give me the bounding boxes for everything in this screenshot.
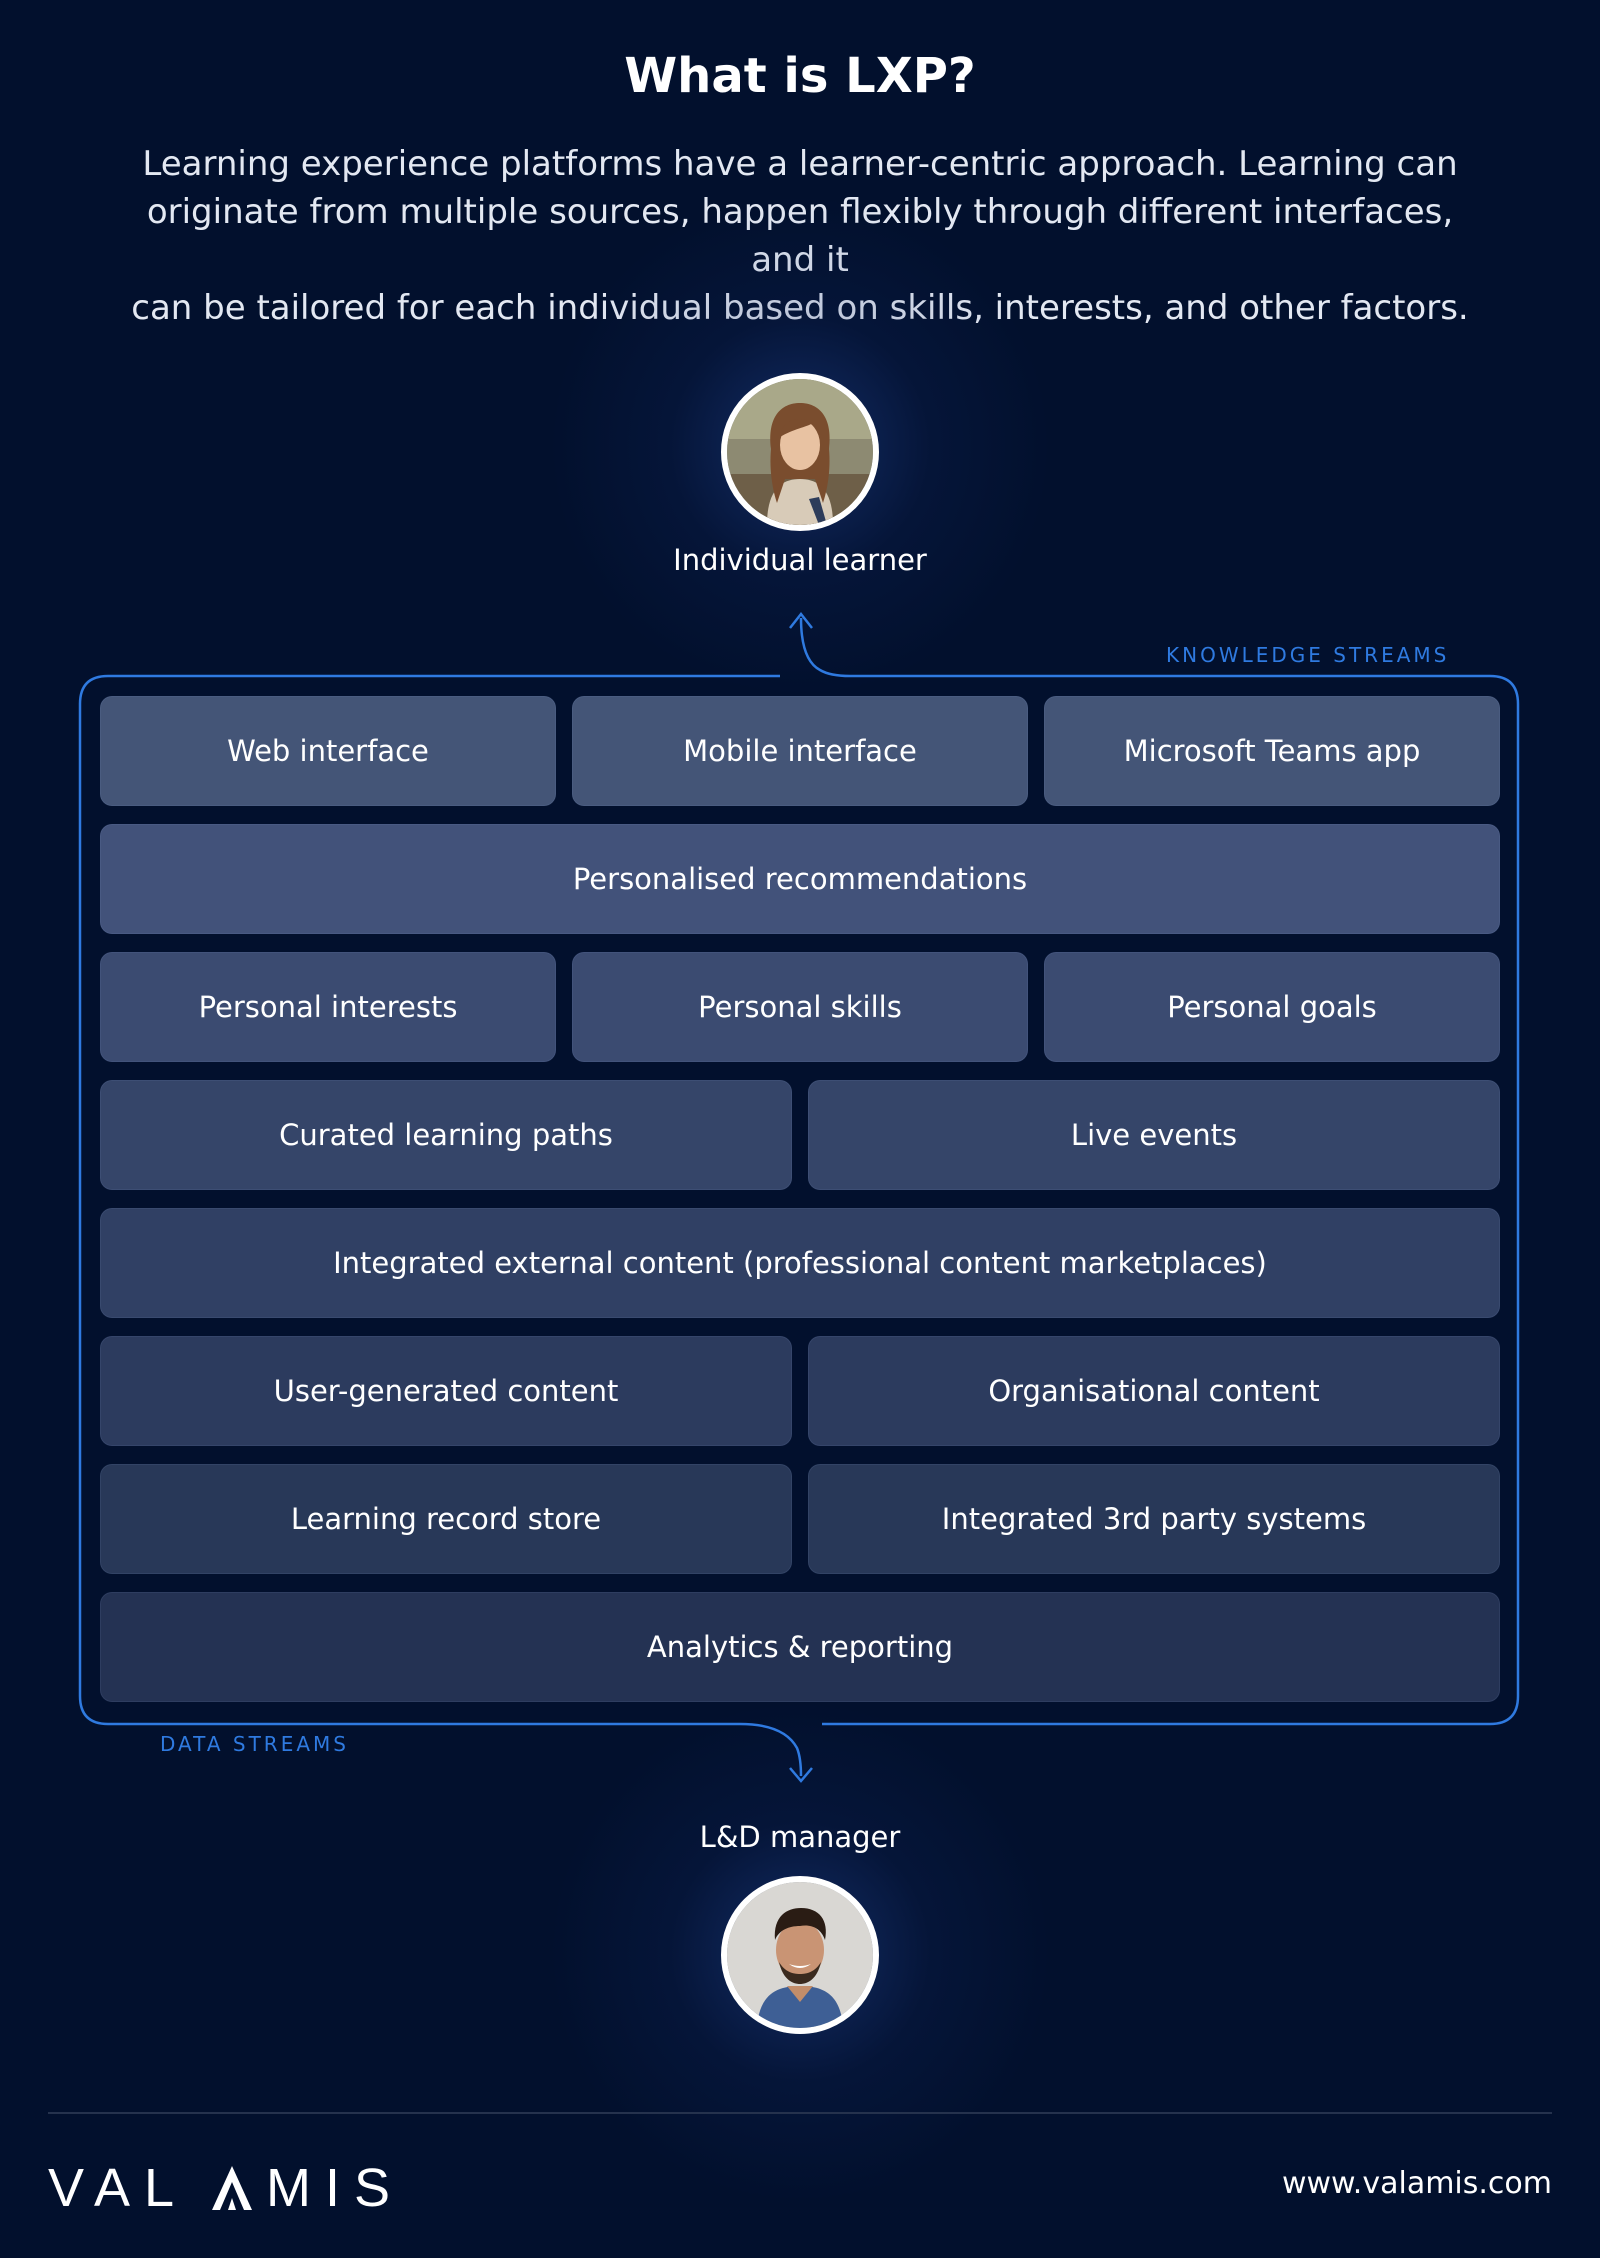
svg-text:MIS: MIS bbox=[266, 2158, 398, 2214]
box-integrated-3rd-party: Integrated 3rd party systems bbox=[808, 1464, 1500, 1574]
knowledge-streams-label: KNOWLEDGE STREAMS bbox=[1166, 643, 1449, 667]
box-personal-skills: Personal skills bbox=[572, 952, 1028, 1062]
box-user-generated-content: User-generated content bbox=[100, 1336, 792, 1446]
box-analytics-reporting: Analytics & reporting bbox=[100, 1592, 1500, 1702]
box-personalised-recommendations: Personalised recommendations bbox=[100, 824, 1500, 934]
website-link[interactable]: www.valamis.com bbox=[1282, 2166, 1552, 2201]
footer-divider bbox=[48, 2112, 1552, 2114]
box-personal-goals: Personal goals bbox=[1044, 952, 1500, 1062]
box-teams-app: Microsoft Teams app bbox=[1044, 696, 1500, 806]
data-streams-label: DATA STREAMS bbox=[160, 1732, 349, 1756]
box-integrated-external-content: Integrated external content (professiona… bbox=[100, 1208, 1500, 1318]
box-mobile-interface: Mobile interface bbox=[572, 696, 1028, 806]
learner-label: Individual learner bbox=[500, 543, 1100, 577]
manager-avatar bbox=[721, 1876, 879, 2034]
learner-avatar bbox=[721, 373, 879, 531]
box-curated-learning-paths: Curated learning paths bbox=[100, 1080, 792, 1190]
box-learning-record-store: Learning record store bbox=[100, 1464, 792, 1574]
intro-line: Learning experience platforms have a lea… bbox=[110, 140, 1490, 188]
manager-photo-icon bbox=[727, 1882, 873, 2028]
learner-photo-icon bbox=[727, 379, 873, 525]
box-web-interface: Web interface bbox=[100, 696, 556, 806]
valamis-logo-text: VAL bbox=[48, 2158, 188, 2214]
box-personal-interests: Personal interests bbox=[100, 952, 556, 1062]
valamis-logo: VAL MIS bbox=[48, 2158, 398, 2214]
box-organisational-content: Organisational content bbox=[808, 1336, 1500, 1446]
manager-label: L&D manager bbox=[500, 1820, 1100, 1854]
box-live-events: Live events bbox=[808, 1080, 1500, 1190]
page-title: What is LXP? bbox=[0, 48, 1600, 104]
